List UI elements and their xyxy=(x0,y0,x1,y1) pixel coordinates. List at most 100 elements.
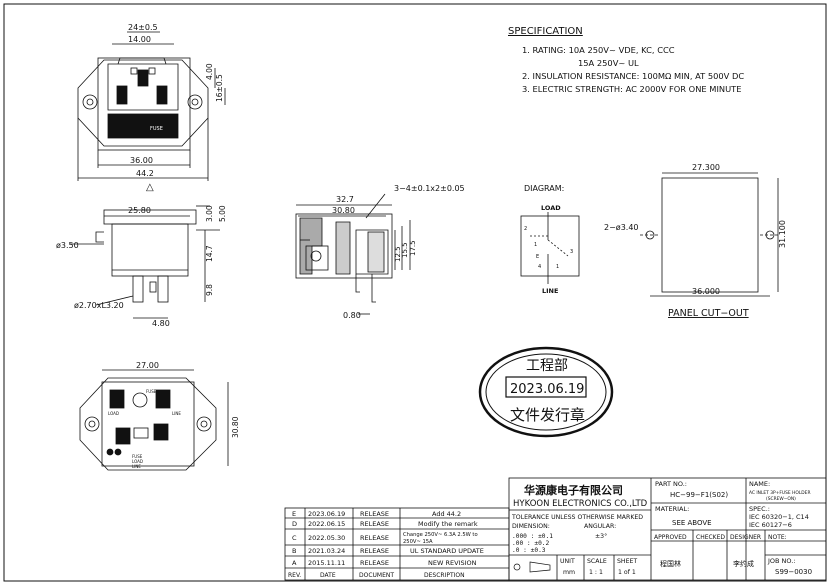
section-dim-slot: 3−4±0.1x2±0.05 xyxy=(394,184,465,193)
bottom-dim-30-8: 30.80 xyxy=(231,416,240,438)
approved-signature: 程国林 xyxy=(660,559,681,568)
panel-dim-27-3: 27.300 xyxy=(692,163,720,172)
bottom-view: FUSE LOAD LINE FUSE LOAD LINE 27.00 30.8… xyxy=(79,361,240,471)
sheet-value: 1 of 1 xyxy=(618,569,636,576)
side-dim-3: 3.00 xyxy=(205,205,214,222)
tolerance-3: .0 : ±0.3 xyxy=(512,547,546,554)
revision-mark: △ xyxy=(146,182,154,193)
diagram-title: DIAGRAM: xyxy=(524,184,564,193)
spec-line-2: 2. INSULATION RESISTANCE: 100MΩ MIN, AT … xyxy=(522,71,744,81)
section-hatch-mid xyxy=(335,221,351,275)
rev-row-2-doc: RELEASE xyxy=(360,520,389,528)
bottom-dim-27: 27.00 xyxy=(136,361,159,370)
rev-row-5-date: 2015.11.11 xyxy=(308,559,345,567)
section-dim-17-5: 17.5 xyxy=(409,240,417,256)
name-label: NAME: xyxy=(749,480,770,488)
rev-row-4-rev: B xyxy=(292,547,296,555)
front-dim-16: 16±0.5 xyxy=(215,74,224,102)
section-view: 32.7 30.80 3−4±0.1x2±0.05 12.5 15.5 17.5… xyxy=(295,184,465,320)
job-no: S99−0030 xyxy=(775,568,812,576)
material-label: MATERIAL: xyxy=(655,505,689,513)
panel-dim-36: 36.000 xyxy=(692,287,720,296)
name-value-2: (SCREW−ON) xyxy=(766,496,796,502)
stamp-text: 文件发行章 xyxy=(510,406,585,424)
diagram-box xyxy=(520,215,580,277)
bottom-flange xyxy=(79,377,217,471)
stamp-dept: 工程部 xyxy=(526,358,568,374)
diagram-pin-4: 4 xyxy=(538,264,541,270)
revision-rows: E 2023.06.19 RELEASE Add 44.2 D 2022.06.… xyxy=(288,510,484,579)
checked-label: CHECKED xyxy=(696,534,725,541)
side-dim-4-8: 4.80 xyxy=(152,319,170,328)
rev-row-1-rev: E xyxy=(292,510,296,518)
rev-row-5-doc: RELEASE xyxy=(360,559,389,567)
company-name-en: HYKOON ELECTRONICS CO.,LTD xyxy=(513,499,648,509)
projection-symbol-icon xyxy=(513,563,521,571)
approved-label: APPROVED xyxy=(654,534,687,541)
section-dim-30-8: 30.80 xyxy=(332,206,355,215)
spec-line-1-std: IEC 60320−1, C14 xyxy=(749,513,809,521)
bottom-label-load: LOAD xyxy=(108,411,119,416)
rev-row-2-rev: D xyxy=(292,520,297,528)
spec-line-1: 1. RATING: 10A 250V~ VDE, KC, CCC xyxy=(522,45,675,55)
side-terminal-left xyxy=(132,275,144,303)
rev-row-3-desc: Change 250V~ 6.3A 2.5W to xyxy=(403,532,478,538)
front-fuse-drawer xyxy=(107,113,179,139)
diagram-pin-2: 2 xyxy=(524,226,527,232)
diagram-pin-3: 3 xyxy=(570,249,573,255)
rev-header-rev: REV. xyxy=(288,572,301,579)
designer-signature: 李约成 xyxy=(733,559,754,568)
diagram-pin-1: 1 xyxy=(534,242,537,248)
rev-row-5-desc: NEW REVISION xyxy=(428,559,477,567)
company-name-cn: 华源康电子有限公司 xyxy=(524,483,623,497)
panel-dim-hole: 2−ø3.40 xyxy=(604,223,639,232)
part-no: HC−99−F1(S02) xyxy=(670,491,728,499)
tolerance-1: .000 : ±0.1 xyxy=(512,533,553,540)
bottom-label-line: LINE xyxy=(172,411,181,416)
bottom-body xyxy=(101,381,195,467)
scale-label: SCALE xyxy=(587,558,607,565)
panel-cutout-rect xyxy=(661,177,759,293)
diagram-pin-1b: 1 xyxy=(556,264,559,270)
angular-label: ANGULAR: xyxy=(584,523,616,530)
spec-line-2-std: IEC 60127−6 xyxy=(749,521,792,529)
note-label: NOTE: xyxy=(768,534,787,541)
bottom-label-fuse: FUSE xyxy=(146,389,157,394)
front-pin-right xyxy=(156,85,168,105)
scale-value: 1 : 1 xyxy=(589,569,603,576)
tolerance-title: TOLERANCE UNLESS OTHERWISE MARKED xyxy=(511,514,643,521)
spec-title: SPECIFICATION xyxy=(508,26,583,37)
front-screw-hole-left xyxy=(82,94,98,110)
panel-dim-31-1: 31.100 xyxy=(778,220,787,248)
side-dim-dia-3-5: ø3.50 xyxy=(56,241,79,250)
dimension-label: DIMENSION: xyxy=(512,523,550,530)
section-dim-15-5: 15.5 xyxy=(401,242,409,258)
section-dim-12-5: 12.5 xyxy=(394,246,402,262)
rev-row-3-doc: RELEASE xyxy=(360,534,389,542)
side-dim-25-8: 25.80 xyxy=(128,206,151,215)
job-no-label: JOB NO.: xyxy=(767,557,796,565)
rev-row-3-date: 2022.05.30 xyxy=(308,534,345,542)
release-stamp: 工程部 2023.06.19 文件发行章 xyxy=(478,346,614,438)
rev-row-2-date: 2022.06.15 xyxy=(308,520,345,528)
part-no-label: PART NO.: xyxy=(655,480,687,488)
front-dim-4: 4.00 xyxy=(205,63,214,80)
rev-row-4-doc: RELEASE xyxy=(360,547,389,555)
material-value: SEE ABOVE xyxy=(672,519,712,527)
rev-header-date: DATE xyxy=(320,572,336,579)
rev-row-2-desc: Modify the remark xyxy=(418,520,478,528)
rev-row-3-rev: C xyxy=(292,534,297,542)
front-pin-left xyxy=(116,85,128,105)
side-dim-9-8: 9.8 xyxy=(205,284,214,296)
spec-label: SPEC.: xyxy=(749,505,770,513)
front-view: FUSE 24±0.5 14.00 4.00 16±0.5 36.00 44.2… xyxy=(77,23,226,193)
title-block-text: 华源康电子有限公司 HYKOON ELECTRONICS CO.,LTD TOL… xyxy=(511,480,812,576)
rev-row-3-desc-2: 250V~ 15A xyxy=(403,539,433,545)
front-dim-14: 14.00 xyxy=(128,35,151,44)
rev-header-document: DOCUMENT xyxy=(359,572,394,579)
wiring-diagram: DIAGRAM: LOAD 2 1 E 3 4 1 LINE xyxy=(520,184,580,295)
sheet-border xyxy=(3,3,827,582)
rev-row-4-date: 2021.03.24 xyxy=(308,547,345,555)
